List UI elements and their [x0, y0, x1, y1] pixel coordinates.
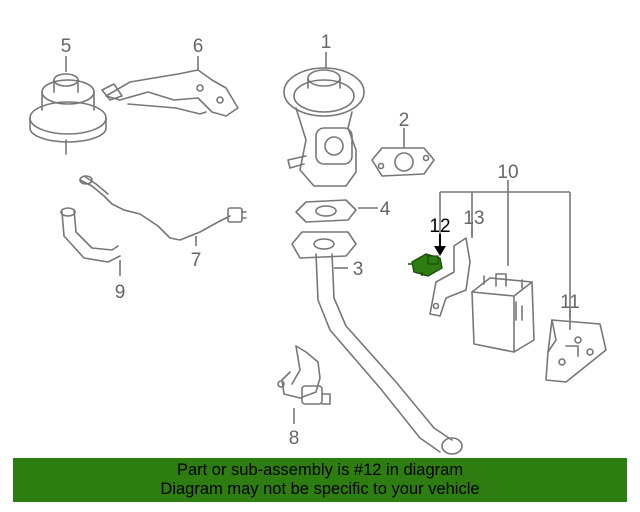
- part-10-canister: [471, 273, 535, 353]
- part-12-highlighted: [408, 253, 443, 277]
- callout-9: 9: [115, 282, 126, 303]
- banner-line-2: Diagram may not be specific to your vehi…: [160, 480, 480, 498]
- callout-1: 1: [321, 32, 332, 53]
- part-4-gasket: [295, 199, 357, 223]
- part-9-hose: [60, 207, 121, 263]
- callout-2: 2: [399, 110, 410, 131]
- callout-7: 7: [191, 250, 202, 271]
- callout-6: 6: [193, 36, 204, 57]
- part-5-modulator: [29, 73, 107, 155]
- callout-4: 4: [380, 199, 391, 220]
- part-8-vsv: [277, 345, 331, 405]
- part-7-oxygen-sensor: [79, 175, 247, 241]
- callout-8: 8: [289, 428, 300, 449]
- part-6-bracket: [101, 69, 239, 117]
- part-13-bracket: [429, 237, 471, 317]
- callout-10: 10: [497, 162, 518, 183]
- part-2-gasket: [371, 147, 435, 177]
- leader-12-arrow: [434, 234, 446, 256]
- callout-13: 13: [463, 208, 484, 229]
- info-banner: Part or sub-assembly is #12 in diagram D…: [13, 458, 627, 502]
- banner-line-1: Part or sub-assembly is #12 in diagram: [176, 461, 464, 479]
- callout-3: 3: [353, 259, 364, 280]
- part-3-egr-pipe: [291, 231, 463, 455]
- callout-12: 12: [429, 216, 450, 237]
- part-1-egr-valve: [283, 67, 365, 187]
- callout-11: 11: [560, 292, 580, 313]
- callout-5: 5: [61, 36, 72, 57]
- leader-10-group: [439, 180, 571, 318]
- part-11-bracket: [545, 319, 607, 383]
